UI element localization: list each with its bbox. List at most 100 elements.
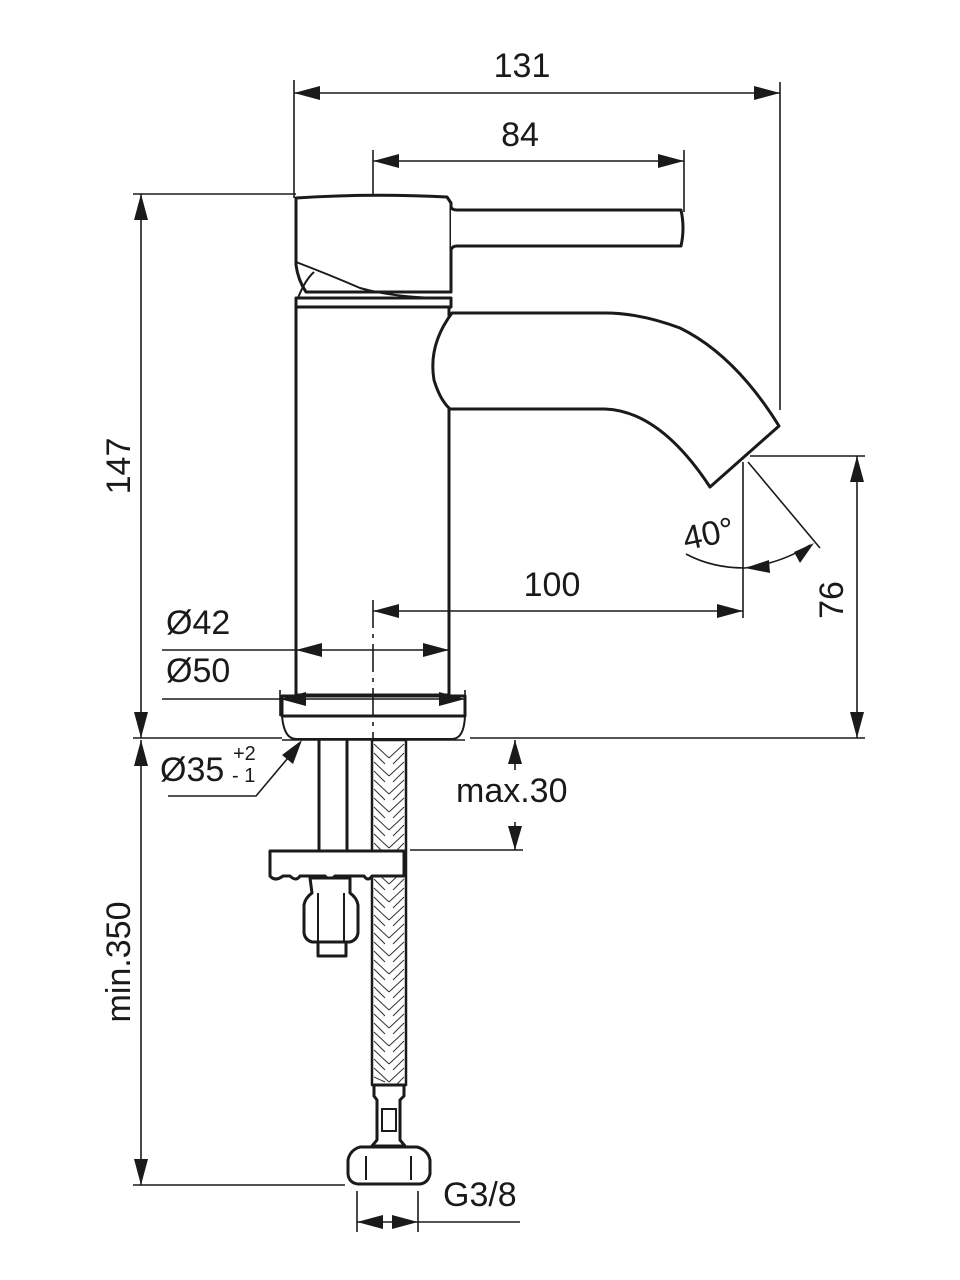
braid-strand <box>388 1031 405 1047</box>
braid-strand <box>388 743 405 759</box>
arrow-147-top <box>134 194 148 220</box>
braid-strand <box>392 824 405 837</box>
braid-strand <box>373 977 390 993</box>
braid-strand <box>373 923 390 939</box>
dim-angle-label: 40° <box>679 510 737 558</box>
braid-strand <box>373 941 390 957</box>
hose-ferrule <box>370 1083 407 1148</box>
braid-strand <box>388 833 405 849</box>
arrow-350-bottom <box>134 1159 148 1185</box>
arrow-131-left <box>294 86 320 100</box>
braid-strand <box>373 1013 390 1029</box>
dim-76-label: 76 <box>813 581 851 619</box>
braid-strand <box>373 1049 390 1065</box>
arrow-84-right <box>658 154 684 168</box>
braid-strand <box>373 1058 386 1071</box>
braid-strand <box>388 959 405 975</box>
braid-strand <box>388 761 405 777</box>
arrow-131-right <box>754 86 780 100</box>
arrow-147-bottom <box>134 712 148 738</box>
dim-35-tol-upper: +2 <box>233 743 256 765</box>
arrow-50-left <box>280 692 306 706</box>
braid-strand <box>373 1031 390 1047</box>
tap-body <box>280 193 781 741</box>
arrow-35 <box>282 740 302 764</box>
braid-strand <box>392 896 405 909</box>
braid-strand <box>373 1022 386 1035</box>
braid-strand <box>392 950 405 963</box>
dim-35-label: Ø35 <box>160 751 224 789</box>
fixing-nut <box>302 876 360 944</box>
braid-strand <box>373 1076 386 1083</box>
braid-strand <box>392 1004 405 1017</box>
braid-strand <box>392 1058 405 1071</box>
arrow-350-top <box>134 740 148 766</box>
arrow-30-bottom <box>508 826 522 850</box>
hose-end-nut <box>346 1145 432 1186</box>
stud-end <box>316 940 348 958</box>
angle-ref-line <box>747 461 821 549</box>
main-body <box>294 305 451 697</box>
arrow-76-top <box>850 456 864 482</box>
braid-strand <box>388 995 405 1011</box>
braid-strand <box>373 788 386 801</box>
dim-42-label: Ø42 <box>166 604 230 642</box>
mounting-kit <box>268 738 432 1186</box>
braid-strand <box>388 1013 405 1029</box>
dim-147-label: 147 <box>100 438 138 495</box>
braid-strand <box>373 995 390 1011</box>
braid-strand <box>392 788 405 801</box>
braid-strand <box>392 752 405 765</box>
braid-strand <box>373 752 386 765</box>
dim-g38-label: G3/8 <box>443 1176 517 1214</box>
braid-strand <box>373 932 386 945</box>
braid-strand <box>388 977 405 993</box>
arrow-42-right <box>423 643 449 657</box>
braid-strand <box>392 770 405 783</box>
braid-strand <box>373 887 390 903</box>
lever-arm <box>449 206 685 251</box>
dim-350-label: min.350 <box>100 902 138 1023</box>
arrow-42-left <box>296 643 322 657</box>
arrow-100-right <box>717 604 743 618</box>
handle-cap-arc <box>297 271 315 299</box>
braid-strand <box>388 1049 405 1065</box>
braid-strand <box>373 761 390 777</box>
braid-strand <box>392 806 405 819</box>
braid-strand <box>388 815 405 831</box>
arrow-angle-right <box>794 543 814 563</box>
fixing-plate <box>268 849 406 881</box>
braid-strand <box>373 950 386 963</box>
braid-strand <box>392 986 405 999</box>
arrow-76-bottom <box>850 712 864 738</box>
braid-strand <box>373 806 386 819</box>
braid-strand <box>388 887 405 903</box>
dim-35-tol-lower: - 1 <box>232 765 255 787</box>
braid-strand <box>373 959 390 975</box>
spout <box>431 311 781 489</box>
braid-strand <box>373 986 386 999</box>
braid-strand <box>392 878 405 891</box>
braid-strand <box>388 1067 405 1083</box>
braid-strand <box>392 914 405 927</box>
dim-84-label: 84 <box>501 116 539 154</box>
arrow-50-right <box>439 692 465 706</box>
braid-strand <box>373 878 386 891</box>
braid-strand <box>373 824 386 837</box>
dim-50-label: Ø50 <box>166 652 230 690</box>
braid-strand <box>373 1040 386 1053</box>
arrow-angle-left <box>745 560 770 573</box>
dim-30-label: max.30 <box>456 772 568 810</box>
arrow-g38-right <box>392 1215 418 1229</box>
dimension-lines: 131 84 147 100 40° 76 <box>100 47 865 1232</box>
arrow-100-left <box>373 604 399 618</box>
braid-strand <box>373 1067 390 1083</box>
braid-strand <box>373 833 390 849</box>
braid-strand <box>388 941 405 957</box>
braid-strand <box>373 815 390 831</box>
handle-cap <box>294 193 453 294</box>
braid-strand <box>373 968 386 981</box>
braid-strand <box>392 968 405 981</box>
braid-strand <box>392 1040 405 1053</box>
